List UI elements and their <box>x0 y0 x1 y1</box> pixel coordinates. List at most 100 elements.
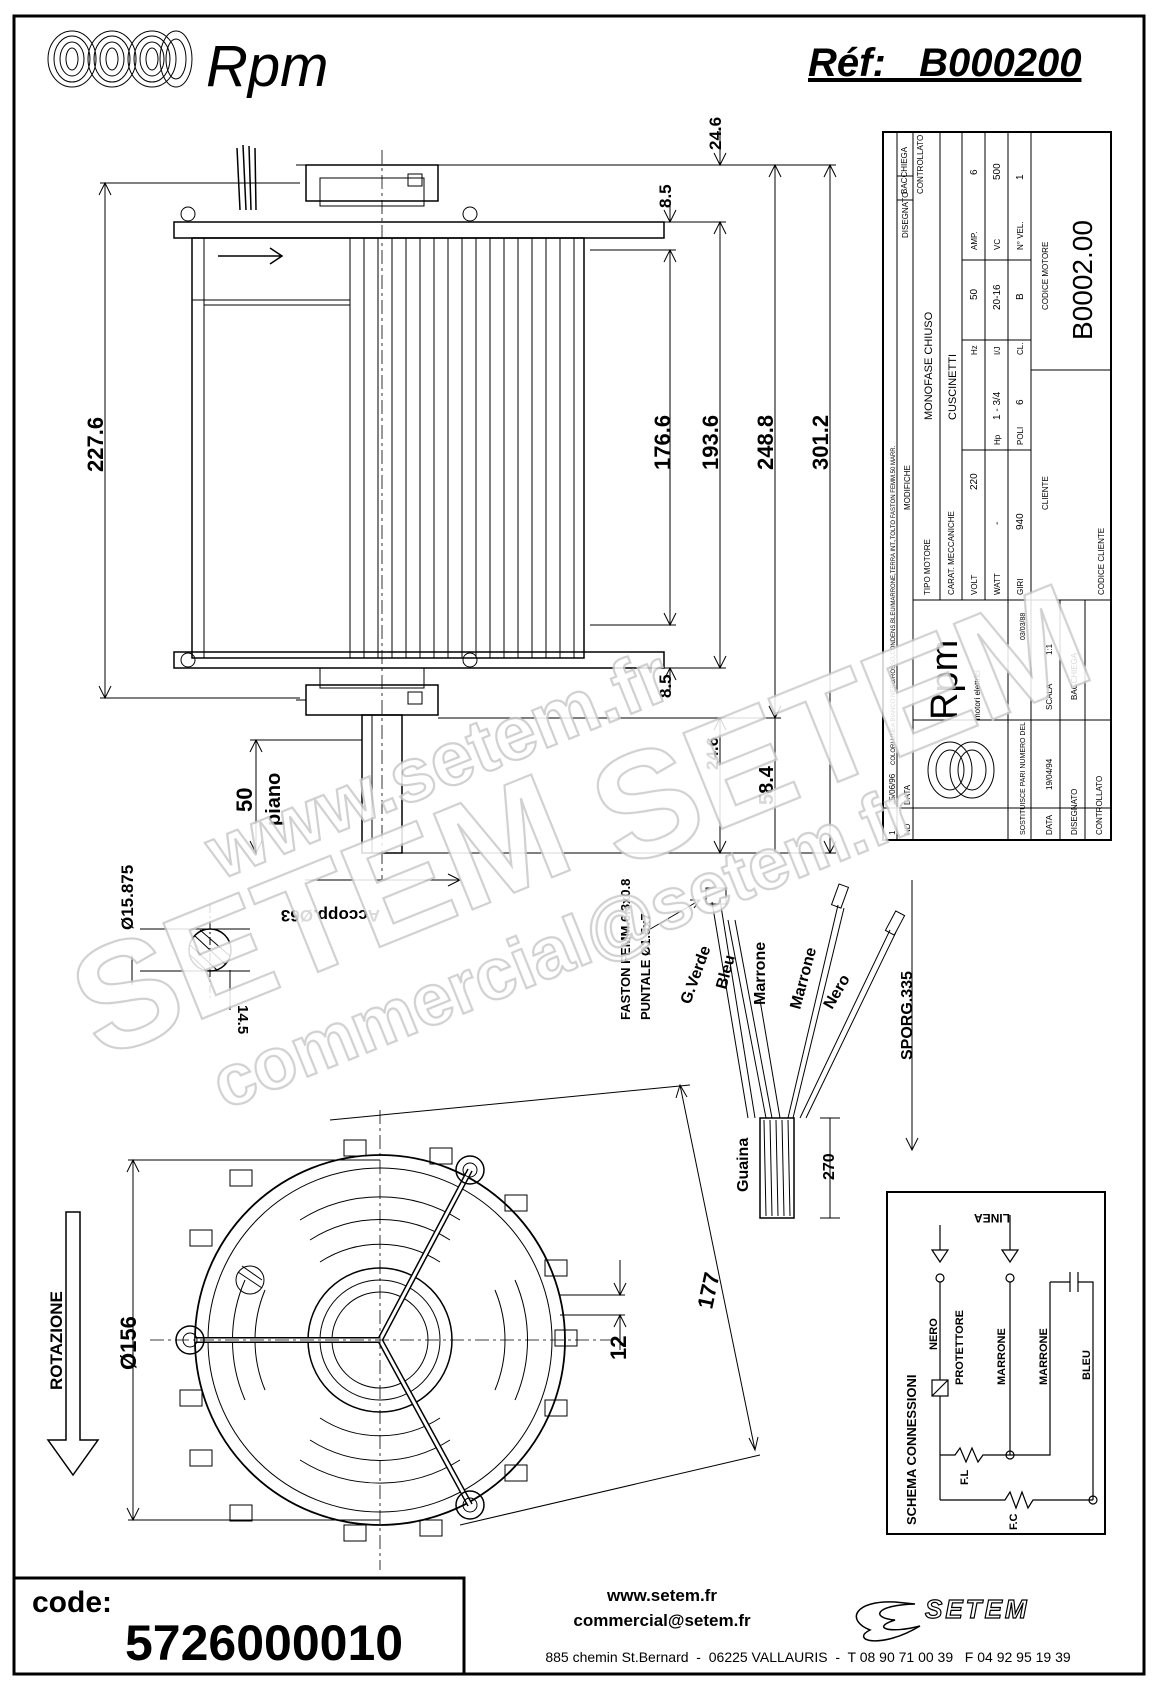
dim-176-6: 176.6 <box>650 415 675 470</box>
wire-label-gverde: G.Verde <box>678 944 715 1007</box>
tb-controllato: CONTROLLATO <box>1095 776 1104 835</box>
dim-50: 50 <box>232 788 257 812</box>
tb-rev-n: 1 <box>888 830 897 835</box>
lead-wires <box>639 880 919 1219</box>
tb-codice-motore: CODICE MOTORE <box>1041 242 1050 310</box>
label-piano: piano <box>263 773 285 826</box>
schema-bleu: BLEU <box>1081 1350 1093 1380</box>
footer-web: www.setem.fr <box>606 1586 717 1605</box>
dim-accopp: Accopp.Ø63 <box>281 906 380 925</box>
tb-bacchiega-top: BACCHIEGA <box>900 146 909 194</box>
tb-tipo-motore: TIPO MOTORE <box>923 539 932 595</box>
dim-270: 270 <box>821 1153 838 1180</box>
tb-codice-cliente: CODICE CLIENTE <box>1097 528 1106 595</box>
dim-8-5-top: 8.5 <box>656 184 675 208</box>
reference-number: Réf: B000200 <box>808 41 1081 85</box>
label-guaina: Guaina <box>735 1138 752 1192</box>
brand-name: Rpm <box>206 34 328 99</box>
tb-sostituisce-value: 03/03/88 <box>1020 613 1027 640</box>
code-label: code: <box>32 1586 112 1619</box>
motor-side-view <box>173 144 665 880</box>
tb-tipo-motore-value: MONOFASE CHIUSO <box>923 311 935 420</box>
tb-nvel-value: 1 <box>1015 174 1026 180</box>
tb-poli: POLI <box>1016 427 1025 445</box>
tb-disegnato-value: BACCHIEGA <box>1070 652 1079 700</box>
tb-controllato-top: CONTROLLATO <box>916 135 925 194</box>
dim-301-2: 301.2 <box>808 415 833 470</box>
tb-rev-date: 25/06/96 <box>888 773 897 805</box>
label-faston: FASTON FEMM.6.3x0.8 <box>618 879 633 1020</box>
rotation-arrow <box>46 1211 100 1477</box>
front-view-dimensions <box>126 1083 761 1526</box>
schema-linea: LINEA <box>974 1211 1010 1225</box>
footer: code: 5726000010 www.setem.fr commercial… <box>12 1576 1071 1676</box>
tb-volt-value: 220 <box>969 473 980 490</box>
tb-carat-value: CUSCINETTI <box>947 354 959 420</box>
wire-label-nero: Nero <box>821 972 854 1012</box>
dim-diameter-156: Ø156 <box>116 1316 141 1370</box>
rpm-logo: Rpm <box>47 30 328 99</box>
dim-sporg: SPORG.335 <box>899 971 916 1060</box>
tb-rev-text: COLORI LINEA BIANCO NERO/ROSSO,CONDENS.B… <box>891 445 897 765</box>
watermark: www.setem.fr SETEM SETEM commercial@sete… <box>48 549 1112 1126</box>
tb-watt: WATT <box>993 573 1002 595</box>
label-puntale: PUNTALE Ø1.5x7 <box>638 913 653 1020</box>
label-rotazione: ROTAZIONE <box>47 1291 66 1390</box>
tb-sostituisce: SOSTITUISCE PARI NUMERO DEL <box>1020 722 1027 835</box>
tb-hp: Hp <box>993 434 1002 445</box>
dim-177: 177 <box>692 1270 724 1311</box>
dim-14-5: 14.5 <box>234 1005 251 1034</box>
footer-email: commercial@setem.fr <box>573 1611 751 1630</box>
motor-front-view <box>150 1110 620 1570</box>
tb-amp-value: 6 <box>969 169 980 175</box>
dim-8-5-bottom: 8.5 <box>656 674 675 698</box>
tb-logo-text: Rpm <box>924 640 966 720</box>
dim-227-6: 227.6 <box>83 417 108 472</box>
tb-codice-motore-value: B0002.00 <box>1067 220 1098 340</box>
tb-cl-value: B <box>1015 293 1026 300</box>
schema-protettore: PROTETTORE <box>954 1310 966 1385</box>
tb-hz: Hz <box>970 345 979 355</box>
tb-cliente: CLIENTE <box>1041 476 1050 510</box>
code-box <box>12 1576 466 1676</box>
tb-disegnato-top: DISEGNATO <box>901 192 910 238</box>
tb-data2: DATA <box>1045 814 1054 835</box>
tb-vc: VC <box>993 239 1002 250</box>
dim-58-4: 58.4 <box>756 765 778 805</box>
tb-disegnato: DISEGNATO <box>1070 789 1079 835</box>
tb-carat: CARAT. MECCANICHE <box>947 511 956 595</box>
tb-giri-value: 940 <box>1015 513 1026 530</box>
title-block: Rpm motori elettrici BACCHIEGA DISEGNATO… <box>882 131 1112 841</box>
setem-logo-text: SETEM <box>925 1594 1030 1624</box>
tb-poli-value: 6 <box>1015 399 1026 405</box>
code-value: 5726000010 <box>125 1615 403 1671</box>
tb-ig: I/J <box>993 347 1002 355</box>
tb-modifiche: MODIFICHE <box>903 465 912 510</box>
dim-shaft-diameter: Ø15.875 <box>118 865 137 930</box>
tb-hz-value: 50 <box>969 288 980 300</box>
tb-vc-value: 500 <box>992 163 1003 180</box>
tb-nd: ND <box>903 823 912 835</box>
schema-nero: NERO <box>928 1318 940 1350</box>
tb-volt: VOLT <box>970 575 979 595</box>
dim-12: 12 <box>606 1336 631 1360</box>
tb-ig-value: 20-16 <box>992 284 1003 310</box>
tb-data2-value: 19/04/94 <box>1045 758 1054 790</box>
schema-fc: F.C <box>1008 1513 1020 1530</box>
dim-193-6: 193.6 <box>698 415 723 470</box>
footer-address: 885 chemin St.Bernard - 06225 VALLAURIS … <box>545 1649 1071 1665</box>
tb-nvel: N° VEL. <box>1016 221 1025 250</box>
schema-fl: F.L <box>959 1469 971 1485</box>
tb-data: DATA <box>903 784 912 805</box>
side-view-dimensions <box>98 128 837 887</box>
shaft-section <box>131 905 250 1010</box>
tb-hp-value: 1 - 3/4 <box>992 391 1003 420</box>
tb-amp: AMP. <box>970 231 979 250</box>
schema-marrone-1: MARRONE <box>996 1328 1008 1385</box>
setem-logo: SETEM <box>855 1593 1030 1642</box>
dim-248-8: 248.8 <box>753 415 778 470</box>
sheet-border <box>12 14 1146 1676</box>
schema-marrone-2: MARRONE <box>1038 1328 1050 1385</box>
tb-cl: CL. <box>1016 343 1025 355</box>
